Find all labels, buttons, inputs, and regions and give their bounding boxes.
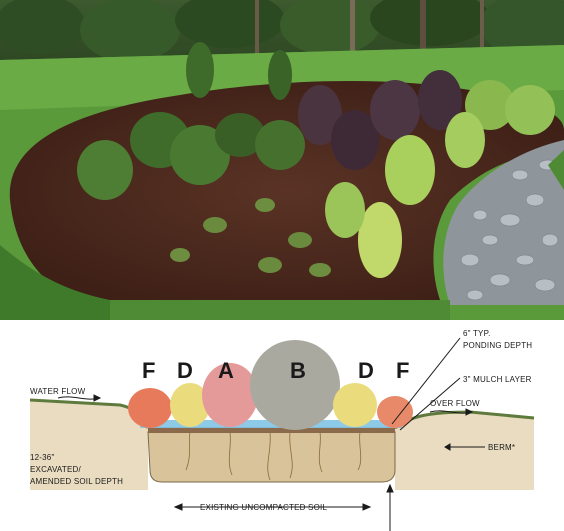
amended-soil xyxy=(148,432,395,482)
subsoil-label: EXISTING UNCOMPACTED SOIL xyxy=(200,503,327,512)
mulch-layer-label: 3" MULCH LAYER xyxy=(463,375,532,384)
water-flow-label: WATER FLOW xyxy=(30,387,86,396)
soil-depth-label-2: EXCAVATED/ xyxy=(30,465,81,474)
zone-a: A xyxy=(218,358,234,383)
soil-depth-label-1: 12-36" xyxy=(30,453,55,462)
over-flow-label: OVER FLOW xyxy=(430,399,480,408)
zone-d-left: D xyxy=(177,358,193,383)
soil-depth-label-3: AMENDED SOIL DEPTH xyxy=(30,477,123,486)
berm-label: BERM* xyxy=(488,443,515,452)
zone-d-right: D xyxy=(358,358,374,383)
rain-garden-photo xyxy=(0,0,564,320)
zone-b: B xyxy=(290,358,306,383)
ponding-depth-label-2: PONDING DEPTH xyxy=(463,341,532,350)
rain-garden-cross-section: F D A B D F WATER FLOW 6" TYP. PONDING D… xyxy=(0,320,564,531)
ponding-depth-label-1: 6" TYP. xyxy=(463,329,491,338)
zone-f-left: F xyxy=(142,358,155,383)
zone-f-right: F xyxy=(396,358,409,383)
